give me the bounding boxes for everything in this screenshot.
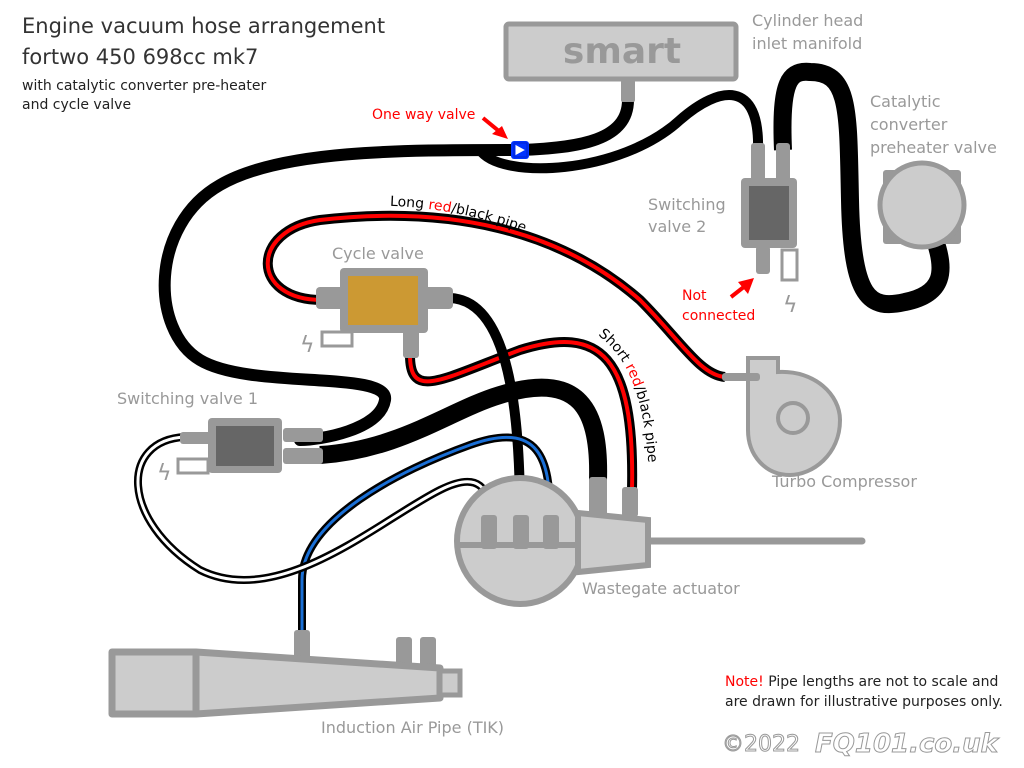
induction-air-pipe[interactable] — [108, 630, 463, 718]
switching-valve-2[interactable]: ϟ — [741, 143, 799, 318]
switching-valve-1[interactable]: ϟ — [157, 418, 323, 486]
site-logo: FQ101.co.uk — [815, 729, 1000, 759]
electric-bolt-icon: ϟ — [300, 333, 315, 358]
cycle-valve[interactable]: ϟ — [300, 268, 453, 358]
cat-valve-label-2: converter — [870, 115, 948, 134]
turbo-compressor[interactable] — [722, 356, 843, 478]
subtitle-line-2: and cycle valve — [22, 97, 131, 113]
cat-preheater-valve[interactable] — [877, 160, 967, 250]
induction-label: Induction Air Pipe (TIK) — [321, 718, 504, 737]
switching-valve-2-label-1: Switching — [648, 195, 726, 214]
wastegate-label: Wastegate actuator — [582, 579, 740, 598]
not-connected-label-1: Not — [682, 288, 707, 304]
cat-valve-label-3: preheater valve — [870, 138, 997, 157]
manifold-label-2: inlet manifold — [752, 34, 862, 53]
connector-socket — [320, 330, 354, 348]
pointer-arrow-icon — [729, 278, 754, 299]
one-way-valve-label: One way valve — [372, 107, 475, 123]
title-block: Engine vacuum hose arrangement fortwo 45… — [22, 14, 385, 113]
svg-text:©2022: ©2022 — [722, 732, 800, 757]
arrow-right-icon — [514, 143, 528, 157]
cat-valve-label-1: Catalytic — [870, 92, 940, 111]
hose-cycle-valve-to-wastegate — [449, 293, 525, 516]
hose-manifold-outlet — [519, 99, 634, 156]
turbo-label: Turbo Compressor — [771, 472, 917, 491]
electric-bolt-icon: ϟ — [783, 293, 798, 318]
hose-switching-valve-1-to-wastegate — [319, 378, 608, 481]
switching-valve-1-label: Switching valve 1 — [117, 389, 258, 408]
connector-socket — [176, 457, 210, 475]
electric-bolt-icon: ϟ — [157, 461, 172, 486]
subtitle-line-1: with catalytic converter pre-heater — [22, 78, 266, 94]
not-connected-label-2: connected — [682, 308, 755, 324]
one-way-valve[interactable] — [511, 141, 529, 159]
switching-valve-2-label-2: valve 2 — [648, 217, 706, 236]
cycle-valve-label: Cycle valve — [332, 244, 424, 263]
pointer-arrow-icon — [481, 116, 508, 139]
hose-manifold-to-switching-valve-1 — [158, 144, 521, 446]
disclaimer-note: Note! Pipe lengths are not to scale and … — [725, 674, 1003, 710]
svg-text:are drawn for illustrative pur: are drawn for illustrative purposes only… — [725, 694, 1003, 710]
hose-switching-valve-2-to-cat-valve — [773, 62, 950, 314]
hose-to-switching-valve-2 — [475, 90, 764, 174]
smart-logo: smart — [563, 31, 681, 72]
title-line-1: Engine vacuum hose arrangement — [22, 14, 385, 38]
wastegate-actuator[interactable] — [454, 475, 866, 607]
connector-socket — [780, 248, 799, 282]
manifold-label-1: Cylinder head — [752, 11, 863, 30]
watermark: ©2022 FQ101.co.uk — [722, 729, 1001, 760]
title-line-2: fortwo 450 698cc mk7 — [22, 45, 258, 69]
svg-text:Note! Pipe lengths are not to: Note! Pipe lengths are not to scale and — [725, 674, 998, 690]
inlet-manifold[interactable]: smart — [503, 21, 739, 102]
